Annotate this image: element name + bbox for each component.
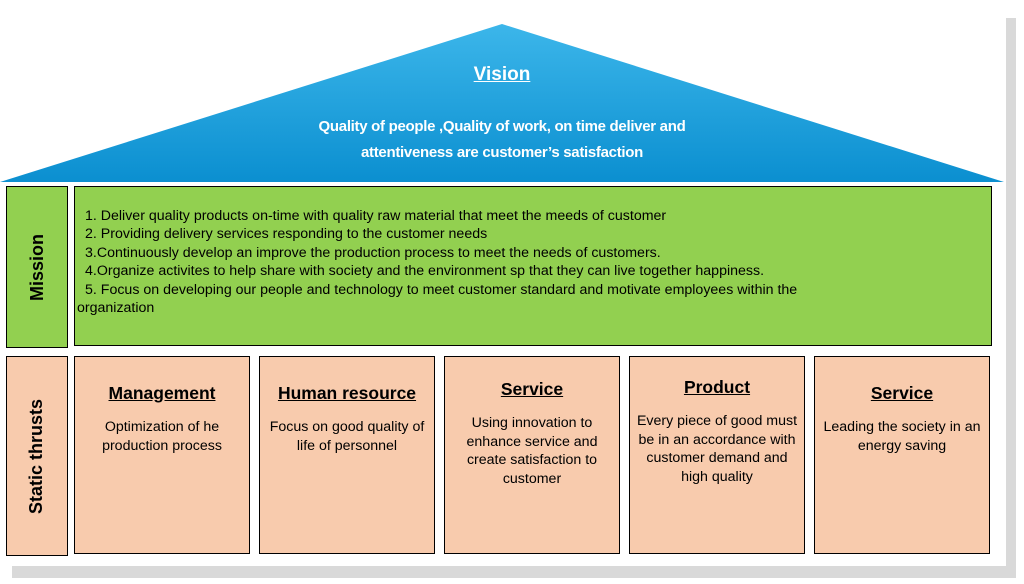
static-thrusts-label: Static thrusts — [26, 398, 47, 514]
thrust-title: Management — [108, 383, 216, 403]
thrust-description: Every piece of good must be in an accord… — [636, 413, 798, 485]
thrust-pillar-service: Service Using innovation to enhance serv… — [444, 356, 620, 554]
vision-statement-line-2: attentiveness are customer’s satisfactio… — [361, 144, 643, 161]
thrust-pillar-management: Management Optimization of he production… — [74, 356, 250, 554]
thrust-pillar-service-energy: Service Leading the society in an energy… — [814, 356, 990, 554]
mission-item-1: 1. Deliver quality products on-time with… — [85, 208, 667, 224]
thrust-title: Product — [683, 377, 751, 397]
static-thrusts-label-box: Static thrusts — [6, 356, 68, 556]
mission-item-2: 2. Providing delivery services respondin… — [85, 226, 488, 243]
vision-roof — [0, 24, 1004, 182]
thrust-description: Using innovation to enhance service and … — [466, 415, 598, 487]
mission-item-5-continued: organization — [77, 300, 155, 317]
mission-statement-box: 1. Deliver quality products on-time with… — [74, 186, 992, 346]
mission-item-5: 5. Focus on developing our people and te… — [85, 281, 798, 298]
mission-label: Mission — [26, 233, 47, 301]
mission-item-3: 3.Continuously develop an improve the pr… — [85, 244, 661, 261]
thrust-description: Focus on good quality of life of personn… — [269, 419, 425, 454]
vision-roof-triangle — [0, 24, 1004, 182]
mission-item-4: 4.Organize activites to help share with … — [85, 263, 765, 280]
thrust-title: Service — [870, 383, 934, 403]
thrust-title: Human resource — [277, 383, 417, 403]
thrust-description: Optimization of he production process — [102, 419, 222, 454]
vision-title: Vision — [473, 64, 531, 85]
drop-shadow-right — [1006, 18, 1016, 578]
drop-shadow-bottom — [12, 566, 1016, 578]
thrust-pillar-product: Product Every piece of good must be in a… — [629, 356, 805, 554]
thrust-pillar-human-resource: Human resource Focus on good quality of … — [259, 356, 435, 554]
thrust-description: Leading the society in an energy saving — [823, 419, 981, 454]
mission-label-box: Mission — [6, 186, 68, 348]
vision-statement-line-1: Quality of people ,Quality of work, on t… — [318, 118, 686, 135]
thrust-title: Service — [500, 379, 564, 399]
